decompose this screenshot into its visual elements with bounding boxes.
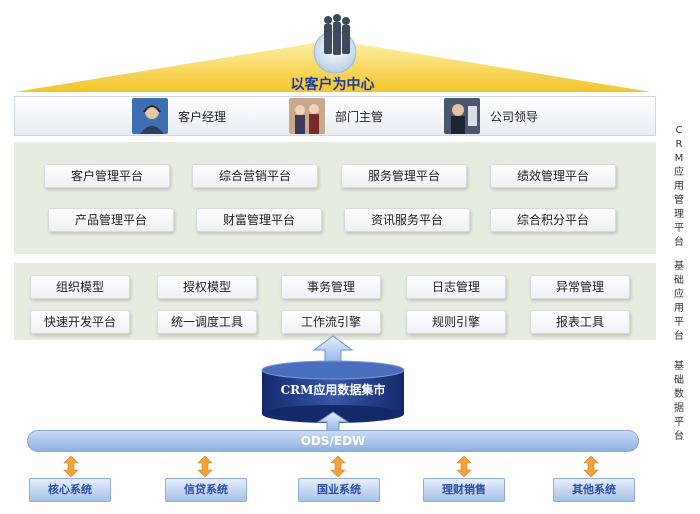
source-core-system[interactable]: 核心系统 <box>29 478 111 502</box>
module-rapid-dev-platform[interactable]: 快速开发平台 <box>30 310 130 334</box>
people-group-icon <box>324 14 350 55</box>
module-transaction-management[interactable]: 事务管理 <box>281 275 381 299</box>
platform-integrated-marketing[interactable]: 综合营销平台 <box>192 164 318 188</box>
module-workflow-engine[interactable]: 工作流引擎 <box>281 310 381 334</box>
source-connectors <box>63 455 599 478</box>
double-arrow-icon <box>63 455 79 478</box>
user-label: 客户经理 <box>178 109 227 124</box>
crm-application-panel: 客户管理平台 综合营销平台 服务管理平台 绩效管理平台 产品管理平台 财富管理平… <box>14 142 656 254</box>
module-authorization-model[interactable]: 授权模型 <box>157 275 257 299</box>
source-other-systems[interactable]: 其他系统 <box>553 478 635 502</box>
user-company-leader: 公司领导 <box>444 97 538 135</box>
double-arrow-icon <box>456 455 472 478</box>
data-mart-label: CRM应用数据集市 <box>280 383 386 397</box>
database-cylinder-icon <box>261 360 405 423</box>
side-label-base-data: 基础数 据平台 <box>674 361 684 442</box>
platform-product-management[interactable]: 产品管理平台 <box>48 208 174 232</box>
platform-customer-management[interactable]: 客户管理平台 <box>44 164 170 188</box>
platform-integrated-points[interactable]: 综合积分平台 <box>490 208 616 232</box>
double-arrow-icon <box>330 455 346 478</box>
user-label: 公司领导 <box>490 109 539 124</box>
user-label: 部门主管 <box>335 109 384 124</box>
data-flow-graphics <box>261 335 405 433</box>
module-rule-engine[interactable]: 规则引擎 <box>406 310 506 334</box>
ods-edw-bar: ODS/EDW <box>27 430 639 452</box>
platform-performance-management[interactable]: 绩效管理平台 <box>490 164 616 188</box>
module-report-tool[interactable]: 报表工具 <box>530 310 630 334</box>
user-department-head: 部门主管 <box>289 97 383 135</box>
business-people-icon <box>289 98 325 134</box>
platform-wealth-management[interactable]: 财富管理平台 <box>196 208 322 232</box>
source-credit-system[interactable]: 信贷系统 <box>165 478 247 502</box>
executive-person-icon <box>444 98 480 134</box>
user-role-bar: 客户经理 部门主管 公司领导 <box>14 96 656 136</box>
module-unified-scheduler[interactable]: 统一调度工具 <box>157 310 257 334</box>
base-application-panel: 组织模型 授权模型 事务管理 日志管理 异常管理 快速开发平台 统一调度工具 工… <box>14 263 656 340</box>
user-customer-manager: 客户经理 <box>132 97 226 135</box>
platform-information-service[interactable]: 资讯服务平台 <box>344 208 470 232</box>
customer-center-roof <box>15 14 651 92</box>
roof-title: 以客户为中心 <box>290 77 375 93</box>
module-exception-management[interactable]: 异常管理 <box>530 275 630 299</box>
source-guoye-system[interactable]: 国业系统 <box>298 478 380 502</box>
source-wealth-sales[interactable]: 理财销售 <box>423 478 505 502</box>
double-arrow-icon <box>197 455 213 478</box>
double-arrow-icon <box>583 455 599 478</box>
module-org-model[interactable]: 组织模型 <box>30 275 130 299</box>
headset-person-icon <box>132 98 168 134</box>
module-log-management[interactable]: 日志管理 <box>406 275 506 299</box>
side-label-base-app: 基础应 用平台 <box>674 261 684 342</box>
platform-service-management[interactable]: 服务管理平台 <box>341 164 467 188</box>
arrow-up-icon <box>312 335 354 365</box>
